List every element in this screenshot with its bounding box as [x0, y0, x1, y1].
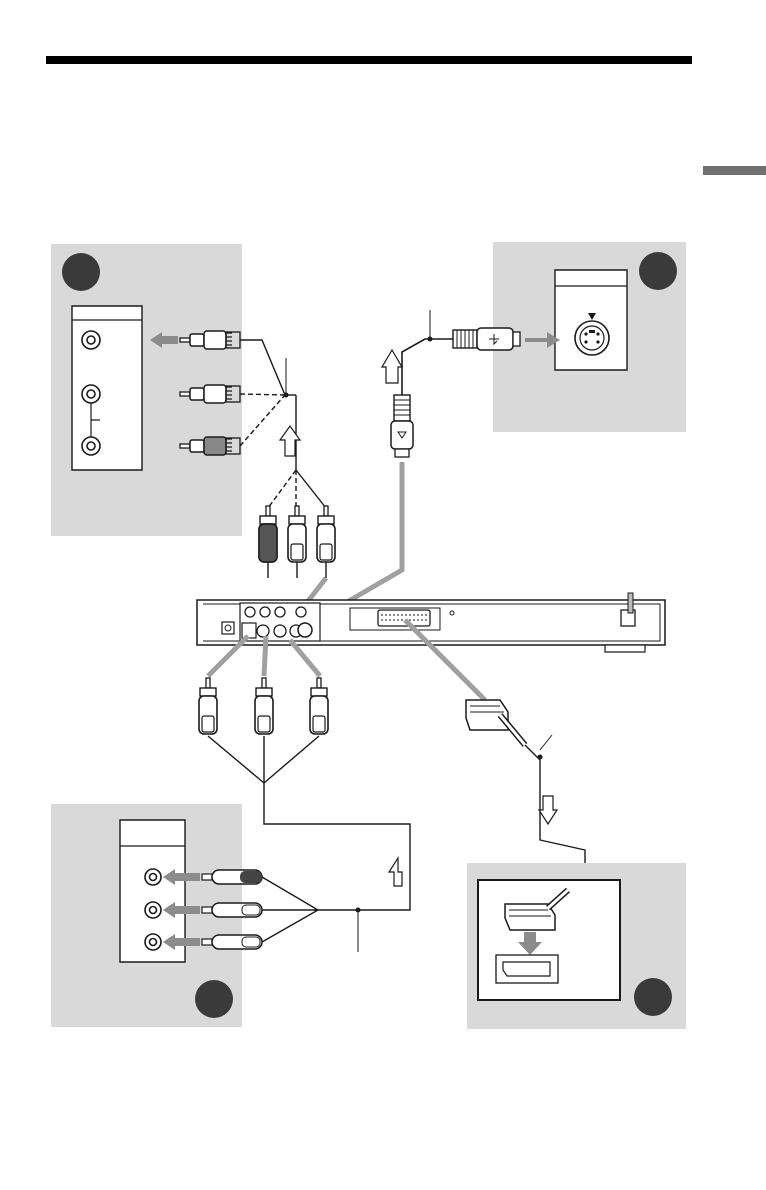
scart-plug-icon: [466, 700, 525, 745]
signal-flow-arrow-icon: [389, 858, 402, 886]
connector-circle-badge-a: [62, 253, 100, 291]
signal-flow-arrow-icon: [280, 426, 300, 456]
rca-plug-icon: [317, 506, 335, 562]
rca-plug-icon: [288, 506, 306, 562]
connector-circle-badge-d: [634, 978, 672, 1016]
rca-plug-icon: [255, 678, 273, 734]
rca-plug-icon: [199, 678, 217, 734]
s-video-jack-icon: [298, 623, 312, 637]
connector-circle-badge-b: [639, 252, 677, 290]
s-video-plug-icon: [453, 328, 520, 350]
rca-plug-icon: [310, 678, 328, 734]
signal-flow-arrow-icon: [382, 350, 402, 383]
connector-circle-badge-c: [195, 980, 233, 1018]
signal-flow-arrow-icon: [539, 796, 557, 824]
s-video-plug-icon: [391, 395, 413, 457]
